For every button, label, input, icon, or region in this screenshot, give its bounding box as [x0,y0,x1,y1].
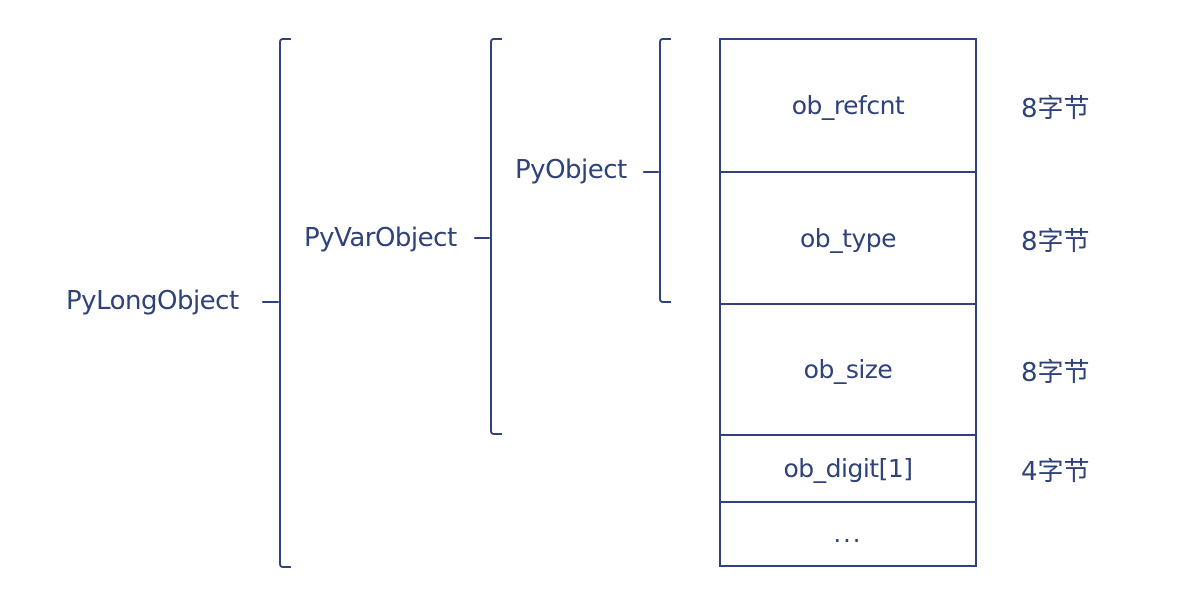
pyvarobject-connector-dash [474,237,490,239]
memory-layout-box: ob_refcnt ob_type ob_size ob_digit[1] ..… [719,38,977,567]
field-label: ... [833,520,863,548]
pylongobject-connector-dash [262,301,279,303]
pyvarobject-bracket [490,38,502,435]
memory-row-ellipsis: ... [721,501,975,565]
pylongobject-label: PyLongObject [66,286,239,316]
field-label: ob_refcnt [791,91,905,120]
memory-row-ob-refcnt: ob_refcnt [721,40,975,171]
memory-row-ob-digit: ob_digit[1] [721,434,975,501]
byte-size-label-ob-size: 8字节 [1021,358,1090,388]
field-label: ob_digit[1] [783,454,913,483]
field-label: ob_size [803,355,893,384]
pylongobject-bracket [279,38,291,568]
pyvarobject-label: PyVarObject [304,223,457,253]
pyobject-connector-dash [643,171,659,173]
field-label: ob_type [799,223,897,253]
byte-size-label-ob-refcnt: 8字节 [1021,94,1090,124]
memory-row-ob-type: ob_type [721,171,975,303]
byte-size-label-ob-type: 8字节 [1021,227,1090,257]
memory-row-ob-size: ob_size [721,303,975,434]
byte-size-label-ob-digit: 4字节 [1021,457,1090,487]
pyobject-bracket [659,38,671,303]
pyobject-label: PyObject [515,155,627,185]
